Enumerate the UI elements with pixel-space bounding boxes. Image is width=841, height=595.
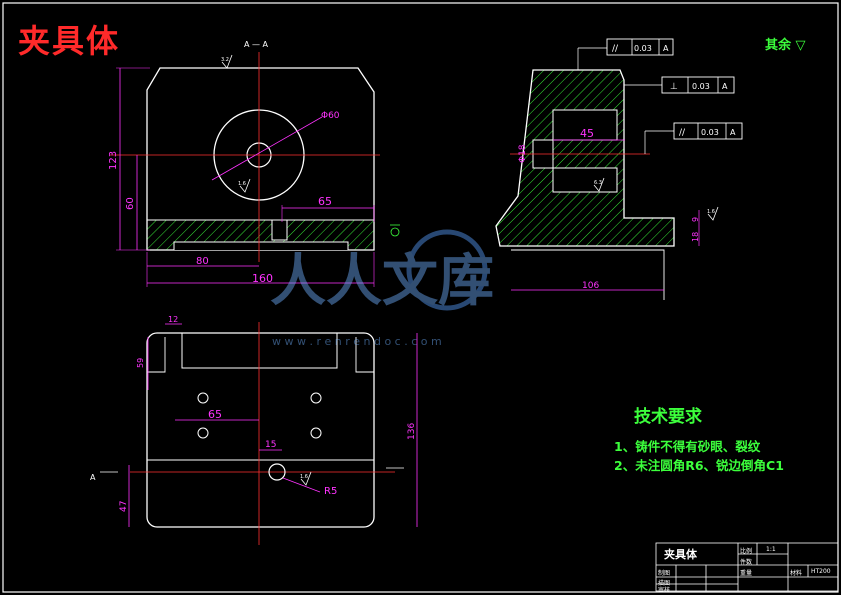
roughness-mark: 1.6 (238, 181, 246, 187)
dim-top-12: 12 (168, 315, 178, 324)
title-block-check-label: 审核 (658, 587, 671, 594)
title-block-weight-label: 重量 (740, 570, 753, 577)
tolerance-datum: A (663, 44, 669, 53)
tolerance-datum: A (730, 128, 736, 137)
title-block-material: HT200 (811, 568, 831, 575)
dim-step-b: 9 (691, 217, 700, 222)
surface-finish-note: 其余 ▽ (765, 38, 806, 53)
dim-base-len: 106 (582, 281, 599, 291)
tolerance-value: 0.03 (701, 128, 719, 137)
dim-height-136: 136 (407, 423, 417, 440)
tolerance-value: 0.03 (692, 82, 710, 91)
title-block-scale: 1:1 (766, 546, 776, 553)
title-block-name: 夹具体 (664, 548, 697, 561)
dim-width-total: 160 (252, 272, 273, 285)
tolerance-value: 0.03 (634, 44, 652, 53)
tech-requirements-title: 技术要求 (634, 407, 702, 427)
section-marker: A (90, 473, 96, 482)
dim-base-left: 80 (196, 256, 209, 267)
title-block-design-label: 描图 (658, 580, 671, 587)
top-view: 65 15 R5 12 59 136 47 A 1.6 (90, 315, 418, 545)
roughness-mark: 6.3 (594, 180, 602, 186)
roughness-mark: 1.6 (300, 474, 308, 480)
roughness-mark: 1.6 (707, 209, 715, 215)
dim-side-59: 59 (136, 358, 145, 368)
side-view: 45 Φ18 106 18 9 6.3 1.6 // 0.03 A ⊥ 0.03… (495, 38, 743, 300)
dim-step-a: 18 (691, 232, 700, 242)
watermark: 人人文库 w w w . r e n r e n d o c . c o m (270, 229, 494, 348)
tolerance-symbol: ⊥ (670, 82, 678, 92)
title-block-scale-label: 比例 (740, 548, 753, 555)
dim-hole-dia: Φ60 (321, 111, 340, 121)
title-block-qty-label: 件数 (740, 559, 753, 566)
tech-requirement-item: 1、铸件不得有砂眼、裂纹 (614, 439, 761, 454)
tolerance-datum: A (722, 82, 728, 91)
watermark-text: 人人文库 (270, 249, 494, 314)
dim-radius: R5 (324, 486, 337, 497)
watermark-url: w w w . r e n r e n d o c . c o m (272, 335, 442, 348)
dim-bore: 45 (580, 127, 594, 140)
tech-requirement-item: 2、未注圆角R6、锐边倒角C1 (614, 458, 784, 473)
roughness-mark: 3.2 (221, 57, 229, 63)
section-label: A — A (244, 40, 269, 49)
drawing-title: 夹具体 (18, 22, 121, 60)
tolerance-symbol: // (612, 44, 619, 54)
dim-bore-dia: Φ18 (518, 144, 528, 163)
title-block-material-label: 材料 (790, 570, 803, 577)
dim-offset-15: 15 (265, 440, 276, 450)
dim-bottom-47: 47 (119, 501, 129, 512)
dim-slot-width: 65 (318, 195, 332, 208)
tolerance-symbol: // (679, 128, 686, 138)
dim-holes-65: 65 (208, 408, 222, 421)
dim-height-total: 123 (108, 151, 119, 170)
title-block-draw-label: 制图 (658, 570, 671, 577)
front-view: Φ60 3.2 1.6 A — A 123 60 65 80 160 (108, 40, 400, 287)
title-block (655, 542, 839, 592)
dim-height-mid: 60 (125, 197, 136, 210)
